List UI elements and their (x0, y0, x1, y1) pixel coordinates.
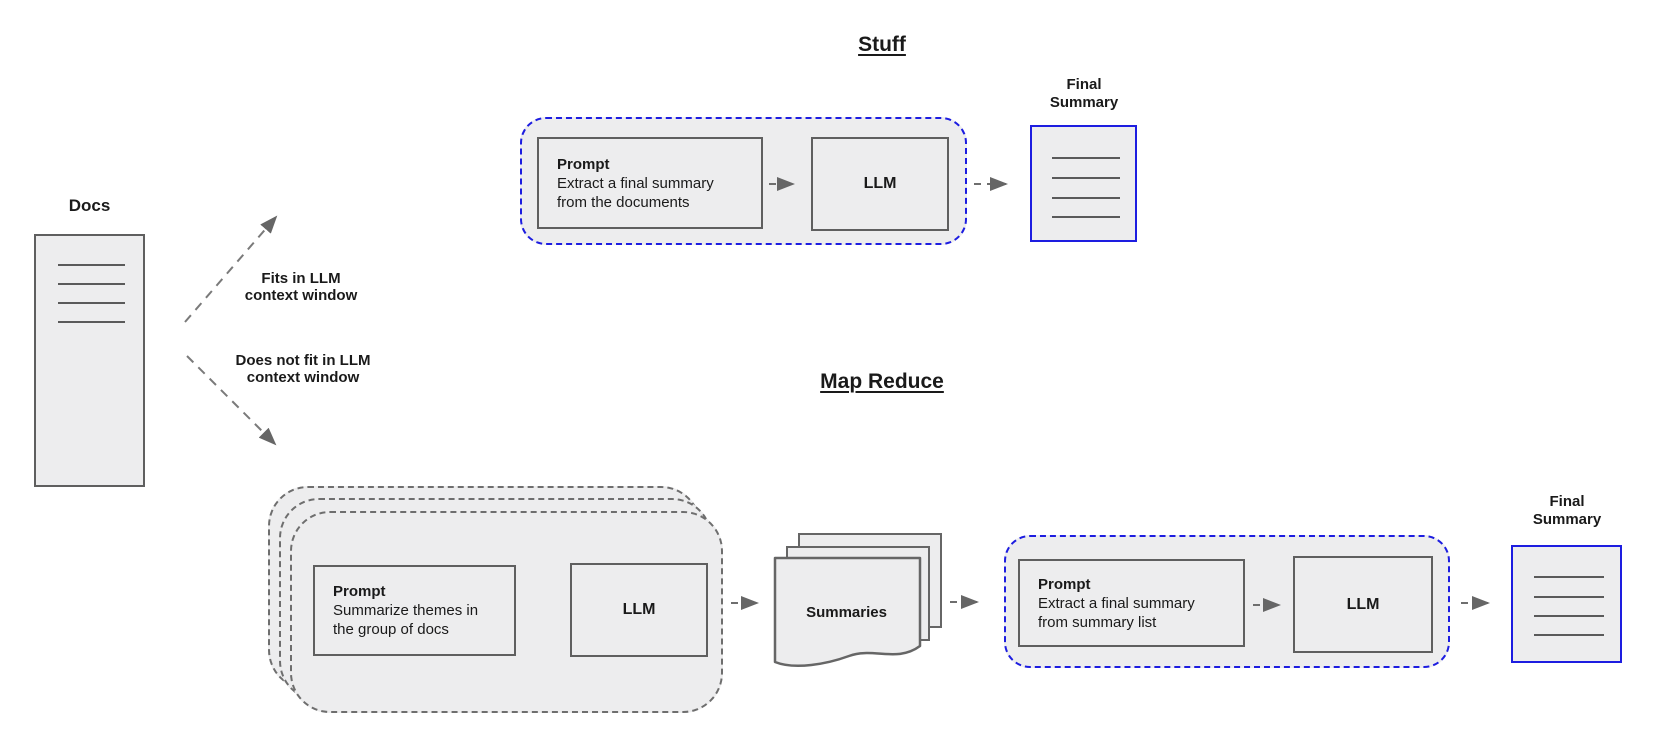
prompt-body: Extract a final summary from summary lis… (1038, 594, 1195, 631)
map-llm-box: LLM (570, 563, 708, 657)
reduce-prompt-box: Prompt Extract a final summary from summ… (1018, 559, 1245, 647)
prompt-body: Extract a final summary from the documen… (557, 174, 714, 211)
branch-label-no-fit: Does not fit in LLM context window (235, 352, 371, 386)
stuff-title: Stuff (858, 33, 906, 56)
stuff-final-summary-document (1030, 125, 1137, 242)
branch-label-fits: Fits in LLM context window (244, 270, 358, 304)
prompt-heading: Prompt (333, 583, 386, 600)
stuff-llm-box: LLM (811, 137, 949, 231)
map-reduce-final-summary-label: Final Summary (1532, 493, 1602, 528)
map-reduce-final-summary-document (1511, 545, 1622, 663)
prompt-body: Summarize themes in the group of docs (333, 602, 479, 638)
stuff-final-summary-label: Final Summary (1049, 76, 1119, 111)
map-prompt-box: Prompt Summarize themes in the group of … (313, 565, 516, 656)
docs-label: Docs (68, 196, 111, 215)
prompt-heading: Prompt (557, 155, 610, 173)
stuff-prompt-box: Prompt Extract a final summary from the … (537, 137, 763, 229)
prompt-heading: Prompt (1038, 575, 1091, 593)
reduce-llm-box: LLM (1293, 556, 1433, 653)
summaries-label: Summaries (806, 604, 887, 621)
docs-document (34, 234, 145, 487)
map-reduce-title: Map Reduce (820, 370, 944, 393)
summaries-page-front (773, 556, 922, 668)
